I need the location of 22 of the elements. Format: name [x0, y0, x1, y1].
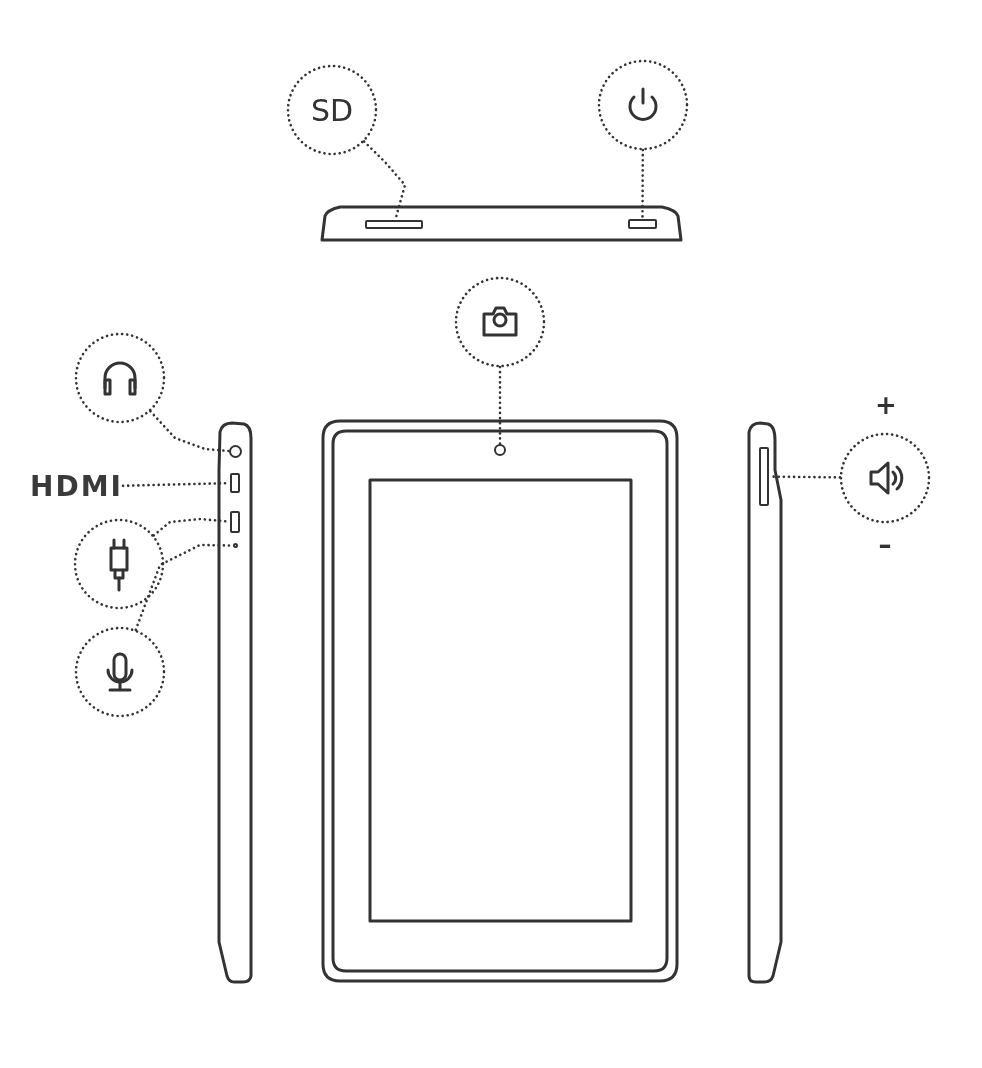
leader-line — [498, 365, 502, 446]
volume-rocker — [759, 447, 769, 506]
volume-sign: – — [877, 530, 893, 560]
camera-lens — [494, 444, 506, 456]
leader-line — [149, 409, 231, 453]
headphone-jack — [229, 445, 242, 458]
hdmi-port — [230, 473, 240, 493]
callout-circle — [72, 517, 166, 611]
callout-circle — [73, 331, 167, 425]
callout-circle — [73, 625, 167, 719]
card-slot — [365, 220, 423, 229]
volume-sign: + — [875, 390, 895, 420]
port-label: HDMI — [30, 470, 123, 504]
leader-line — [641, 148, 645, 221]
port-label: SD — [310, 92, 354, 128]
callout-circle — [838, 431, 932, 525]
microphone-hole — [233, 543, 238, 548]
callout-circle — [453, 275, 547, 369]
callout-circle — [285, 63, 379, 157]
power-button — [628, 219, 657, 229]
usb-port — [230, 511, 240, 533]
callout-circle — [596, 58, 690, 152]
